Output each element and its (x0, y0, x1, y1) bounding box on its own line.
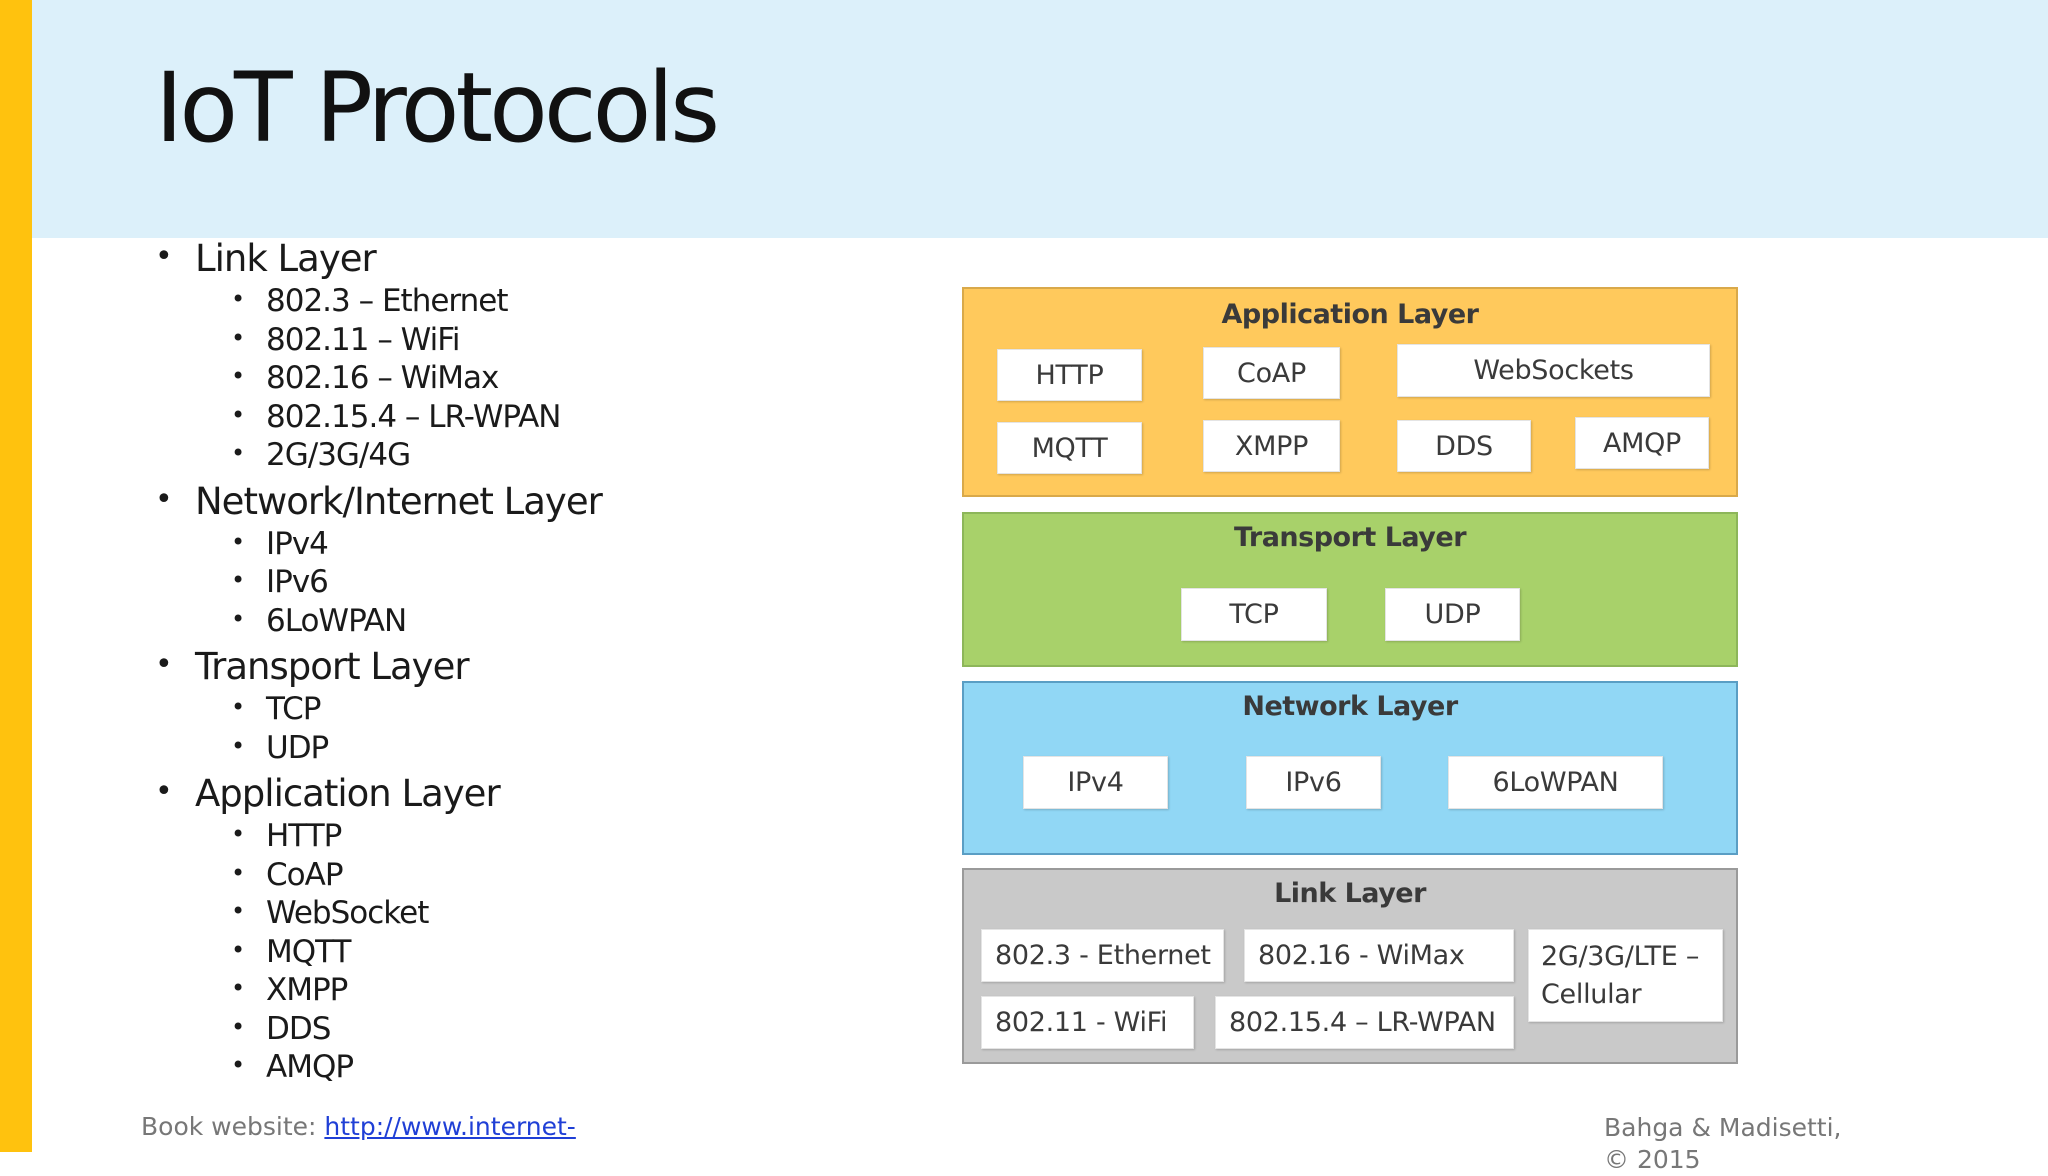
protocol-box: 6LoWPAN (1448, 756, 1663, 809)
outline-item: 802.11 – WiFi (231, 319, 625, 360)
outline-sublist: TCP UDP (231, 688, 625, 768)
outline-section-application: Application Layer HTTP CoAP WebSocket MQ… (155, 769, 625, 1087)
outline-item: IPv4 (231, 523, 625, 564)
outline-item: CoAP (231, 854, 625, 895)
protocol-outline: Link Layer 802.3 – Ethernet 802.11 – WiF… (155, 234, 625, 1091)
book-website-label: Book website: (141, 1112, 325, 1141)
outline-item: XMPP (231, 969, 625, 1010)
protocol-box: 802.15.4 – LR-WPAN (1215, 996, 1514, 1049)
protocol-box: DDS (1397, 420, 1531, 472)
outline-heading: Transport Layer (155, 642, 625, 690)
outline-item: HTTP (231, 815, 625, 856)
book-website-note: Book website: http://www.internet- (141, 1112, 576, 1141)
book-website-link[interactable]: http://www.internet- (324, 1112, 576, 1141)
outline-item: 802.16 – WiMax (231, 357, 625, 398)
protocol-box: UDP (1385, 588, 1520, 641)
protocol-box: AMQP (1575, 417, 1709, 469)
outline-item: TCP (231, 688, 625, 729)
transport-layer-block: Transport Layer TCP UDP (962, 512, 1738, 667)
layer-title: Network Layer (1242, 691, 1458, 722)
network-layer-block: Network Layer IPv4 IPv6 6LoWPAN (962, 681, 1738, 855)
protocol-box: IPv4 (1023, 756, 1168, 809)
layer-title: Link Layer (1274, 878, 1426, 909)
footer-credit: Bahga & Madisetti, © 2015 (1604, 1113, 1842, 1174)
outline-item: WebSocket (231, 892, 625, 933)
protocol-box: IPv6 (1246, 756, 1381, 809)
outline-item: AMQP (231, 1046, 625, 1087)
outline-item: UDP (231, 727, 625, 768)
outline-item: DDS (231, 1008, 625, 1049)
outline-item: MQTT (231, 931, 625, 972)
protocol-box: TCP (1181, 588, 1327, 641)
outline-sublist: IPv4 IPv6 6LoWPAN (231, 523, 625, 641)
outline-section-transport: Transport Layer TCP UDP (155, 642, 625, 768)
slide-title: IoT Protocols (155, 52, 720, 164)
outline-item: 802.3 – Ethernet (231, 280, 625, 321)
protocol-box: 2G/3G/LTE – Cellular (1528, 929, 1723, 1022)
outline-sublist: HTTP CoAP WebSocket MQTT XMPP DDS AMQP (231, 815, 625, 1087)
protocol-box: 802.16 - WiMax (1244, 929, 1514, 982)
protocol-box: CoAP (1203, 347, 1340, 399)
outline-section-link: Link Layer 802.3 – Ethernet 802.11 – WiF… (155, 234, 625, 475)
outline-sublist: 802.3 – Ethernet 802.11 – WiFi 802.16 – … (231, 280, 625, 475)
protocol-box: 802.11 - WiFi (981, 996, 1194, 1049)
link-layer-block: Link Layer 802.3 - Ethernet 802.16 - WiM… (962, 868, 1738, 1064)
layer-title: Application Layer (1221, 299, 1479, 330)
accent-bar (0, 0, 32, 1152)
header-band (32, 0, 2048, 238)
protocol-box: MQTT (997, 422, 1142, 474)
outline-section-network: Network/Internet Layer IPv4 IPv6 6LoWPAN (155, 477, 625, 641)
outline-item: IPv6 (231, 561, 625, 602)
outline-heading: Network/Internet Layer (155, 477, 625, 525)
protocol-box: WebSockets (1397, 344, 1710, 397)
protocol-box: 802.3 - Ethernet (981, 929, 1224, 982)
outline-item: 2G/3G/4G (231, 434, 625, 475)
application-layer-block: Application Layer HTTP CoAP WebSockets M… (962, 287, 1738, 497)
protocol-box: HTTP (997, 349, 1142, 401)
outline-item: 802.15.4 – LR-WPAN (231, 396, 625, 437)
outline-item: 6LoWPAN (231, 600, 625, 641)
protocol-box: XMPP (1203, 420, 1340, 472)
outline-heading: Application Layer (155, 769, 625, 817)
layer-title: Transport Layer (1233, 522, 1467, 553)
outline-heading: Link Layer (155, 234, 625, 282)
